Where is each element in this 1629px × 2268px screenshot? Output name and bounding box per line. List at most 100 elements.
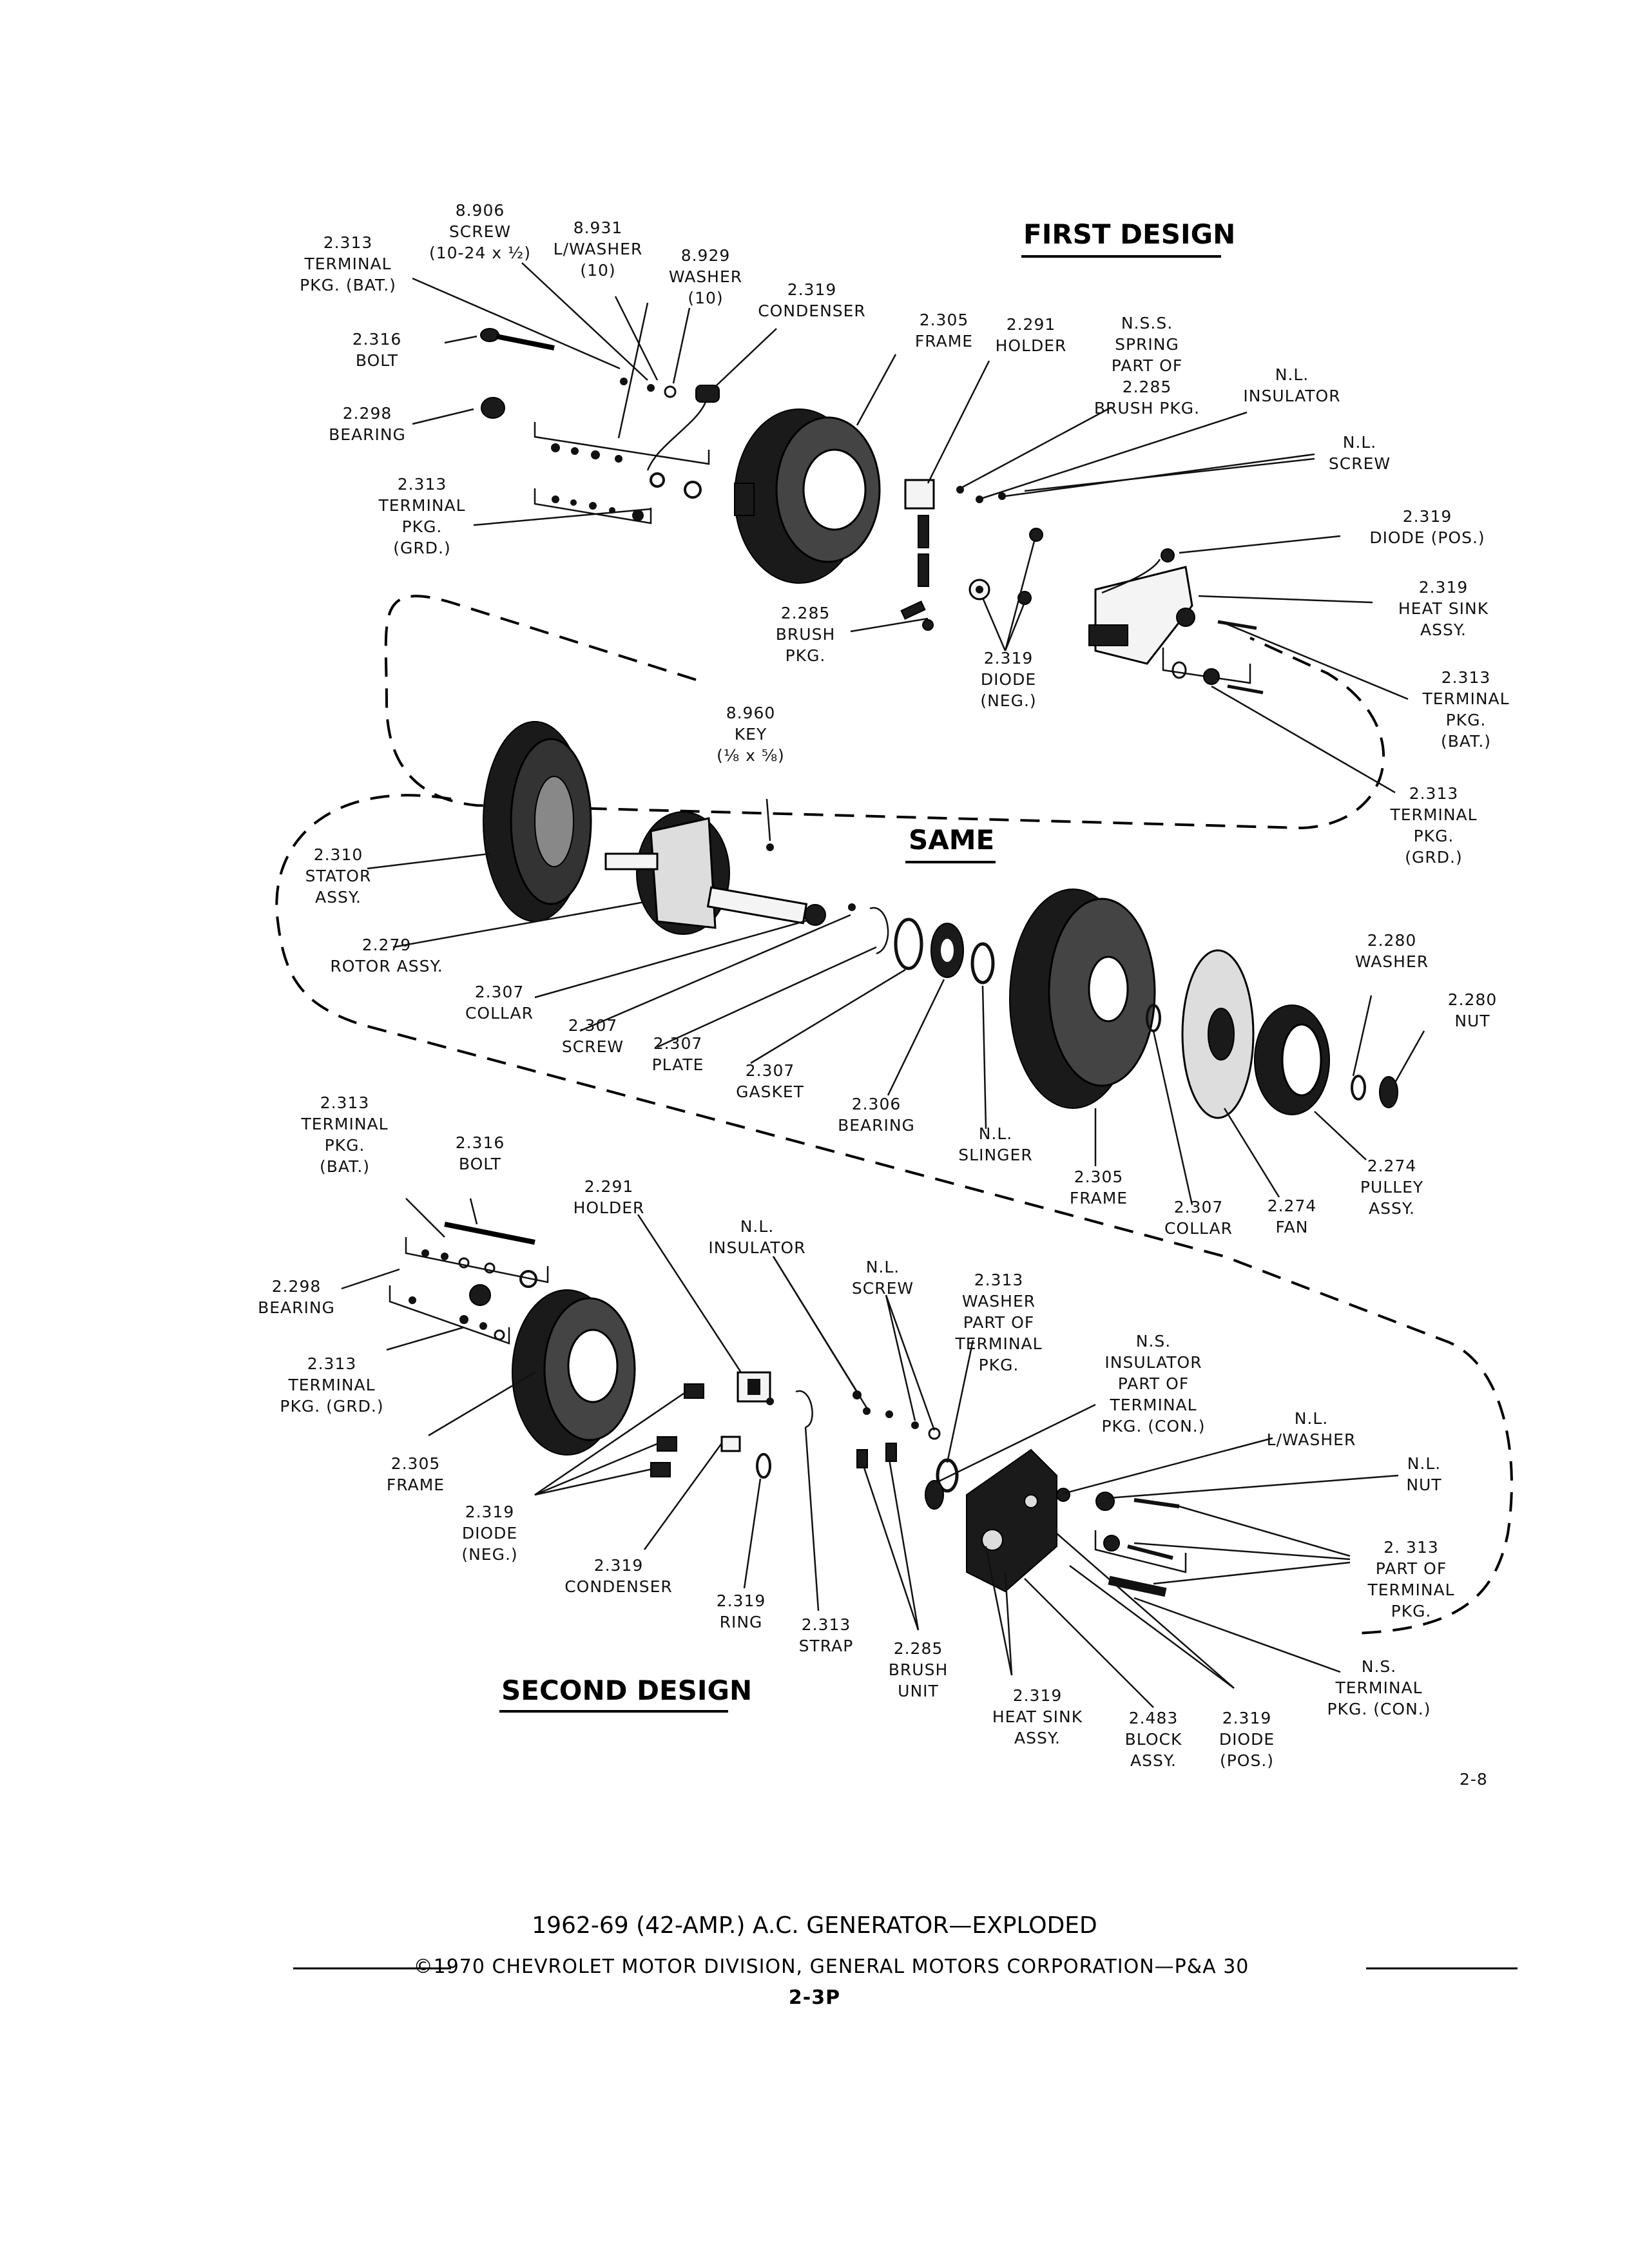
label-line: PKG. (CON.) bbox=[1101, 1417, 1205, 1436]
label-insulator-nl-bottom: N.L.INSULATOR bbox=[708, 1217, 805, 1257]
label-line: 2.313 bbox=[398, 475, 447, 494]
label-line: PKG. bbox=[325, 1136, 365, 1155]
label-line: 2.483 bbox=[1129, 1709, 1179, 1727]
label-line: 2.316 bbox=[352, 330, 402, 349]
label-insulator-nl-top: N.L. INSULATOR bbox=[1243, 365, 1340, 405]
label-terminal-ns-con: N.S. TERMINAL PKG. (CON.) bbox=[1327, 1657, 1431, 1718]
label-line: (GRD.) bbox=[393, 539, 450, 557]
label-line: L/WASHER bbox=[1267, 1430, 1356, 1449]
label-line: COLLAR bbox=[1164, 1219, 1233, 1238]
label-line: ASSY. bbox=[1130, 1751, 1177, 1770]
label-line: 2.305 bbox=[920, 311, 969, 329]
rotor bbox=[604, 811, 808, 935]
nut-2280-part bbox=[1379, 1076, 1398, 1108]
label-line: (10) bbox=[580, 261, 615, 280]
label-line: STRAP bbox=[799, 1637, 854, 1655]
label-nut-nl: N.L.NUT bbox=[1406, 1454, 1441, 1494]
label-line: PKG. (CON.) bbox=[1327, 1700, 1431, 1718]
label-line: PKG. bbox=[1414, 827, 1454, 845]
label-line: INSULATOR bbox=[708, 1238, 805, 1257]
label-line: SCREW bbox=[562, 1037, 624, 1056]
label-line: SCREW bbox=[852, 1279, 914, 1298]
label-line: 2.307 bbox=[653, 1034, 703, 1053]
label-line: 2.279 bbox=[362, 936, 412, 954]
label-line: 8.929 bbox=[681, 246, 731, 265]
loop-same bbox=[275, 794, 1513, 1635]
label-line: PKG. bbox=[979, 1356, 1019, 1374]
label-line: PKG. (GRD.) bbox=[280, 1397, 383, 1416]
label-line: 2. 313 bbox=[1383, 1538, 1439, 1557]
caption-page-number: 2-3P bbox=[789, 1986, 840, 2009]
label-line: 2.310 bbox=[314, 845, 363, 864]
label-line: PKG. bbox=[786, 646, 826, 665]
label-line: SCREW bbox=[449, 222, 511, 241]
label-line: ASSY. bbox=[1369, 1199, 1415, 1218]
label-line: TERMINAL bbox=[300, 1115, 388, 1133]
label-line: 2.305 bbox=[1074, 1168, 1124, 1186]
label-line: 2.313 bbox=[323, 233, 373, 252]
washer-2280-part bbox=[1351, 1075, 1366, 1100]
frame-bottom bbox=[512, 1289, 636, 1456]
holder-bottom bbox=[737, 1371, 774, 1405]
label-line: (10-24 x ½) bbox=[429, 244, 531, 262]
label-line: 2.307 bbox=[568, 1016, 618, 1035]
label-line: DIODE bbox=[981, 670, 1036, 689]
label-line: 2.307 bbox=[475, 983, 525, 1001]
label-line: (GRD.) bbox=[1405, 848, 1462, 867]
label-line: FRAME bbox=[1070, 1189, 1128, 1207]
label-line: 8.960 bbox=[726, 704, 776, 722]
label-line: 2.313 bbox=[1409, 784, 1459, 803]
label-line: TERMINAL bbox=[954, 1334, 1042, 1353]
strap-part bbox=[795, 1390, 813, 1428]
label-line: N.S. bbox=[1362, 1657, 1396, 1676]
brush-pkg-top bbox=[900, 601, 934, 631]
label-line: TERMINAL bbox=[1335, 1678, 1422, 1697]
label-line: PKG. bbox=[1446, 711, 1487, 729]
label-line: 2.313 bbox=[974, 1271, 1024, 1289]
shaft-hardware bbox=[766, 843, 995, 985]
insulator-part-bottom bbox=[925, 1480, 944, 1510]
label-line: INSULATOR bbox=[1243, 387, 1340, 405]
small-hardware-top bbox=[620, 378, 720, 471]
bolt-bottom bbox=[444, 1222, 535, 1245]
label-line: N.L. bbox=[1275, 365, 1309, 384]
label-line: CONDENSER bbox=[758, 302, 866, 320]
label-line: 2.274 bbox=[1367, 1157, 1417, 1175]
label-line: N.L. bbox=[1343, 433, 1377, 452]
label-line: 2.319 bbox=[1419, 578, 1469, 597]
label-line: UNIT bbox=[898, 1682, 939, 1700]
label-line: 2.307 bbox=[1174, 1198, 1224, 1216]
label-line: HOLDER bbox=[996, 336, 1067, 355]
label-line: N.L. bbox=[979, 1124, 1013, 1143]
label-line: TERMINAL bbox=[1367, 1581, 1454, 1599]
label-line: PKG. bbox=[402, 517, 443, 536]
label-line: HEAT SINK bbox=[992, 1707, 1083, 1726]
label-line: WASHER bbox=[1355, 952, 1429, 971]
label-line: TERMINAL bbox=[1422, 689, 1509, 708]
label-line: L/WASHER bbox=[554, 240, 643, 258]
label-line: DIODE bbox=[462, 1524, 517, 1542]
label-line: STATOR bbox=[305, 867, 372, 885]
